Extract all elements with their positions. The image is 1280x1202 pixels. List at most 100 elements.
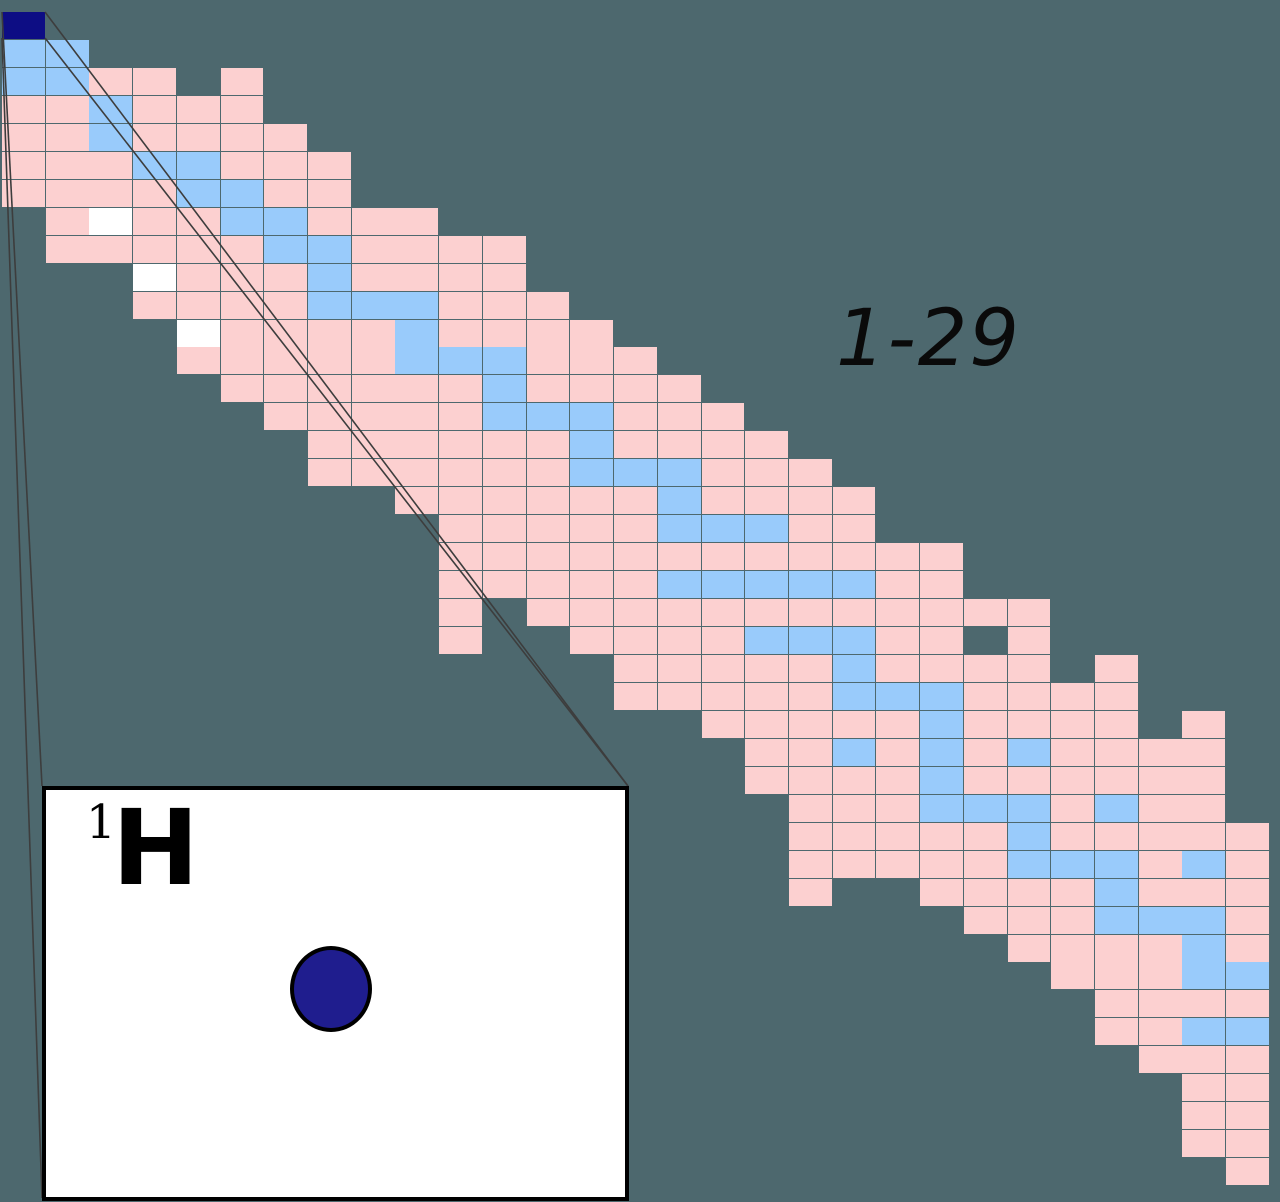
- nuclide-cell: [745, 766, 789, 794]
- nuclide-cell: [876, 822, 920, 850]
- nuclide-cell: [1095, 962, 1138, 990]
- nuclide-cell: [351, 459, 395, 487]
- nuclide-cell: [220, 347, 264, 375]
- nuclide-cell: [1138, 990, 1182, 1018]
- nuclide-cell: [876, 654, 920, 682]
- nuclide-cell: [482, 403, 526, 431]
- nuclide-cell: [133, 263, 176, 291]
- nuclide-cell: [482, 515, 526, 543]
- nuclide-cell: [963, 710, 1007, 738]
- nuclide-cell: [45, 179, 89, 207]
- nuclide-cell: [788, 794, 832, 822]
- nuclide-cell: [701, 710, 745, 738]
- nuclide-cell: [832, 766, 876, 794]
- nuclide-cell: [2, 39, 45, 67]
- nuclide-cell: [1095, 990, 1138, 1018]
- nuclide-cell: [1095, 766, 1138, 794]
- nuclide-cell: [876, 627, 920, 654]
- nuclide-cell: [133, 291, 176, 319]
- nuclide-cell: [351, 431, 395, 459]
- nuclide-cell: [788, 738, 832, 766]
- nuclide-cell: [1182, 738, 1226, 766]
- nuclide-cell: [657, 431, 701, 459]
- nuclide-cell: [89, 67, 133, 95]
- nuclide-cell: [1007, 627, 1051, 654]
- nuclide-cell: [526, 515, 570, 543]
- nuclide-cell: [1182, 822, 1226, 850]
- nuclide-cell: [395, 431, 439, 459]
- nuclide-cell: [264, 151, 308, 179]
- nuclide-cell: [1182, 962, 1226, 990]
- nuclide-cell: [526, 543, 570, 571]
- nuclide-cell: [788, 459, 832, 487]
- nuclide-cell: [45, 39, 89, 67]
- nuclide-cell: [570, 347, 614, 375]
- nuclide-cell: [876, 543, 920, 571]
- nuclide-cell: [482, 459, 526, 487]
- nuclide-cell: [1182, 990, 1226, 1018]
- nuclide-cell: [2, 179, 45, 207]
- nuclide-cell: [264, 263, 308, 291]
- nuclide-cell: [526, 403, 570, 431]
- nuclide-cell: [614, 543, 657, 571]
- nuclide-cell: [1007, 710, 1051, 738]
- nuclide-cell: [876, 766, 920, 794]
- nuclide-cell: [45, 123, 89, 151]
- nuclide-cell: [570, 571, 614, 599]
- nuclide-cell: [220, 151, 264, 179]
- nuclide-cell: [2, 95, 45, 123]
- nuclide-cell: [308, 403, 351, 431]
- nuclide-cell: [308, 375, 351, 403]
- nuclide-cell: [176, 179, 220, 207]
- nuclide-cell: [526, 431, 570, 459]
- nuclide-cell: [264, 235, 308, 263]
- nuclide-cell: [876, 571, 920, 599]
- nuclide-cell: [788, 710, 832, 738]
- nuclide-cell: [89, 151, 133, 179]
- nuclide-cell: [176, 207, 220, 235]
- nuclide-cell: [701, 599, 745, 627]
- nuclide-cell: [133, 95, 176, 123]
- nuclide-cell: [395, 207, 439, 235]
- nuclide-cell: [176, 263, 220, 291]
- nuclide-cell: [701, 682, 745, 710]
- nuclide-cell: [657, 487, 701, 515]
- nuclide-cell: [570, 431, 614, 459]
- nuclide-cell: [614, 347, 657, 375]
- nuclide-cell: [220, 319, 264, 347]
- nuclide-cell: [570, 403, 614, 431]
- nuclide-cell: [1095, 934, 1138, 962]
- nuclide-cell: [701, 515, 745, 543]
- nuclide-cell: [920, 794, 963, 822]
- nuclide-cell: [482, 487, 526, 515]
- nuclide-cell: [920, 627, 963, 654]
- nuclide-cell: [1051, 934, 1095, 962]
- nuclide-cell: [264, 207, 308, 235]
- nuclide-cell: [832, 738, 876, 766]
- proton-circle: [290, 946, 372, 1032]
- nuclide-cell: [89, 179, 133, 207]
- nuclide-cell: [220, 67, 264, 95]
- nuclide-cell: [351, 263, 395, 291]
- nuclide-cell: [1007, 878, 1051, 906]
- nuclide-cell: [876, 794, 920, 822]
- nuclide-cell: [89, 95, 133, 123]
- nuclide-cell: [133, 67, 176, 95]
- nuclide-cell: [963, 878, 1007, 906]
- nuclide-cell: [920, 738, 963, 766]
- nuclide-cell: [1095, 682, 1138, 710]
- nuclide-cell: [832, 822, 876, 850]
- nuclide-cell: [876, 682, 920, 710]
- nuclide-cell: [1051, 962, 1095, 990]
- nuclide-cell: [45, 95, 89, 123]
- nuclide-cell: [745, 459, 789, 487]
- nuclide-cell: [788, 543, 832, 571]
- nuclide-cell: [832, 487, 876, 515]
- nuclide-cell: [1226, 1102, 1269, 1130]
- nuclide-cell: [614, 459, 657, 487]
- nuclide-cell: [832, 682, 876, 710]
- nuclide-cell: [439, 543, 482, 571]
- nuclide-cell: [264, 347, 308, 375]
- nuclide-cell: [614, 599, 657, 627]
